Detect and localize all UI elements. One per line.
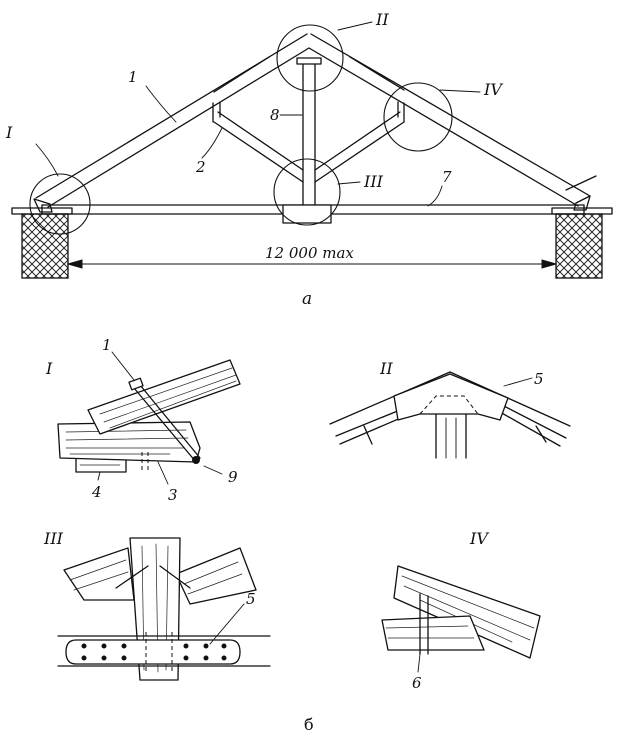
right-rafter (308, 33, 591, 207)
span-dimension (66, 259, 558, 269)
tie-beam (41, 204, 585, 224)
part-2-label: 2 (195, 158, 206, 176)
part-7-label: 7 (442, 168, 452, 186)
detail-II-title: II (379, 359, 393, 378)
detail-circle-I (29, 173, 91, 235)
detail-IV-part-6: 6 (412, 674, 422, 692)
detail-III-title: III (43, 529, 64, 548)
part-1-label: 1 (128, 68, 138, 86)
span-dimension-label: 12 000 max (265, 244, 354, 262)
callout-III: III (363, 172, 384, 191)
detail-II-part-5: 5 (534, 370, 544, 388)
callout-I: I (5, 123, 13, 142)
caption-a: а (302, 289, 312, 309)
right-wall (551, 207, 613, 279)
truss-main-view: I II IV III 1 2 8 7 12 000 max а (5, 10, 613, 309)
detail-I-part-1: 1 (102, 336, 112, 354)
detail-II: II 5 (329, 359, 571, 459)
detail-I-part-3: 3 (168, 486, 178, 504)
king-post (296, 57, 322, 206)
caption-b: б (304, 715, 314, 734)
left-wall (11, 207, 73, 279)
detail-III-part-5: 5 (246, 590, 256, 608)
detail-circle-IV (383, 82, 453, 152)
part-8-label: 8 (270, 106, 280, 124)
callout-II: II (375, 10, 389, 29)
detail-circle-II (276, 24, 344, 92)
detail-I-part-9: 9 (228, 468, 238, 486)
left-rafter (35, 33, 310, 208)
detail-IV: IV 6 (381, 529, 541, 692)
callout-IV: IV (483, 80, 503, 99)
detail-III: III 5 (43, 529, 271, 681)
detail-I: I 1 9 4 3 (45, 336, 241, 504)
right-strut (314, 101, 405, 183)
detail-I-part-4: 4 (91, 483, 102, 501)
left-strut (212, 101, 304, 183)
detail-I-title: I (45, 359, 53, 378)
detail-circle-III (273, 158, 341, 226)
detail-IV-title: IV (469, 529, 489, 548)
